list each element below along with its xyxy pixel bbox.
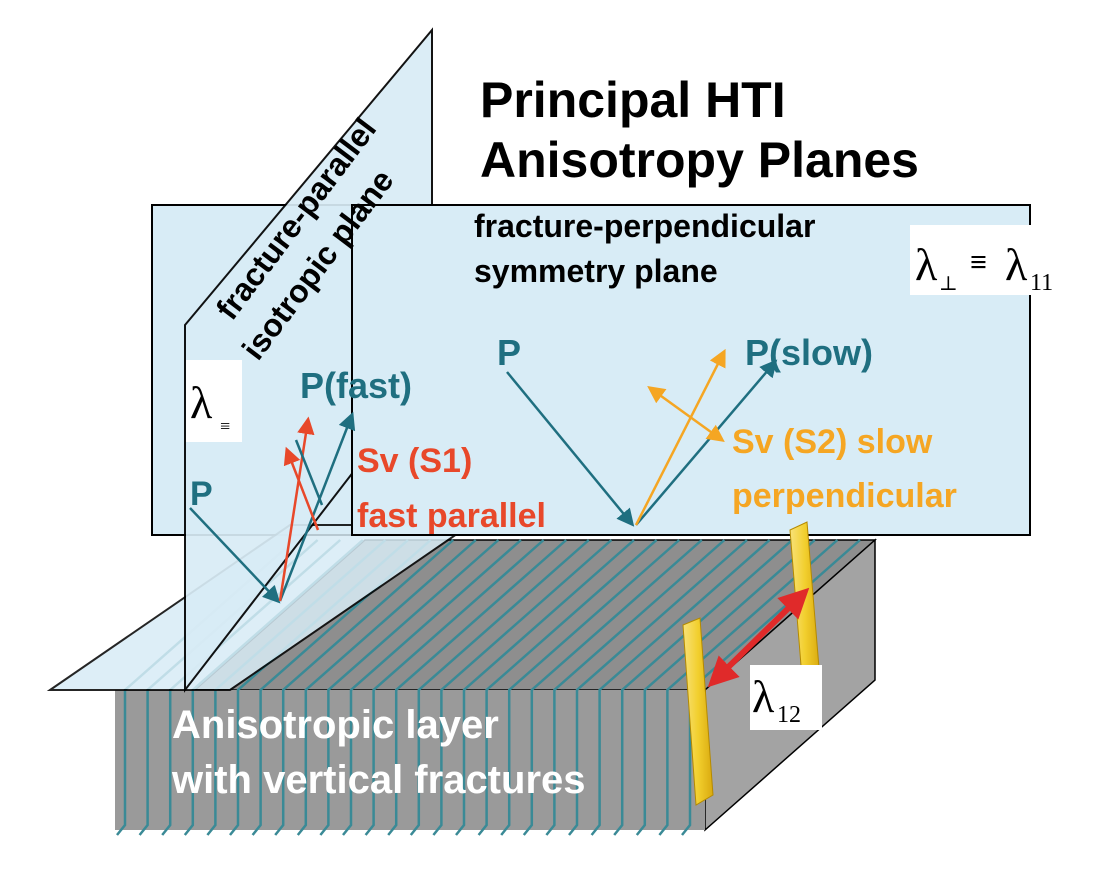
lambda-12-symbol: λ <box>752 671 775 722</box>
lambda-perp-symbol: λ <box>915 239 938 290</box>
s1-ray <box>278 416 315 602</box>
sv-s2-label-line2: perpendicular <box>732 477 957 515</box>
sv-s2-label-line1: Sv (S2) slow <box>732 423 933 461</box>
layer-label-line2: with vertical fractures <box>171 758 586 802</box>
fracture-edge <box>568 539 748 836</box>
lambda-12-box <box>750 665 822 730</box>
p-incident-perp-label: P <box>497 332 521 373</box>
fracture-edge <box>342 539 522 836</box>
p-fast-ray <box>278 411 356 602</box>
sv-s1-label-line2: fast parallel <box>357 497 546 535</box>
p-incident-parallel-ray <box>189 507 281 604</box>
fracture-edge <box>319 539 500 836</box>
title-line2: Anisotropy Planes <box>480 132 919 188</box>
lambda-12-subscript: 12 <box>777 702 801 728</box>
lambda-perp-box <box>910 225 1060 295</box>
p-fast-label: P(fast) <box>300 365 412 406</box>
fracture-edge <box>432 539 613 836</box>
p-slow-ray <box>635 359 778 526</box>
fracture-edge <box>500 539 681 836</box>
fracture-edge <box>545 539 726 836</box>
fracture-edge <box>274 539 455 836</box>
layer-label-line1: Anisotropic layer <box>172 703 499 747</box>
s1-polarization <box>283 446 320 531</box>
fracture-edge <box>522 539 703 836</box>
perp-plane-label-line2: symmetry plane <box>474 253 718 289</box>
fracture-edge <box>613 539 794 836</box>
lambda-11-symbol: λ <box>1005 239 1028 290</box>
fracture-edge <box>455 539 635 836</box>
p-fast-polarization <box>294 439 324 506</box>
fracture-edge <box>251 539 432 836</box>
fracture-marker-front <box>682 617 714 806</box>
s2-polarization <box>647 385 725 443</box>
title-line1: Principal HTI <box>480 72 786 128</box>
p-incident-perp-ray <box>506 371 635 527</box>
lambda-parallel-subscript: ≡ <box>220 416 230 436</box>
lambda-11-subscript: 11 <box>1030 270 1053 296</box>
perp-plane-label-line1: fracture-perpendicular <box>474 208 815 244</box>
fracture-edge <box>364 539 545 836</box>
lambda-equiv: ≡ <box>970 246 987 279</box>
fracture-edge <box>477 539 658 836</box>
sv-s1-label-line1: Sv (S1) <box>357 442 472 480</box>
fracture-edge <box>387 539 568 836</box>
lambda-parallel-symbol: λ <box>190 377 213 428</box>
fracture-edge <box>409 539 590 836</box>
fracture-edge <box>296 539 477 836</box>
lambda-parallel-box <box>186 360 242 442</box>
p-incident-parallel-label: P <box>190 475 213 513</box>
fracture-edge <box>590 539 771 836</box>
p-slow-label: P(slow) <box>745 332 873 373</box>
lambda-perp-subscript: ⊥ <box>939 273 958 295</box>
fracture-spacing-arrow <box>707 587 810 688</box>
